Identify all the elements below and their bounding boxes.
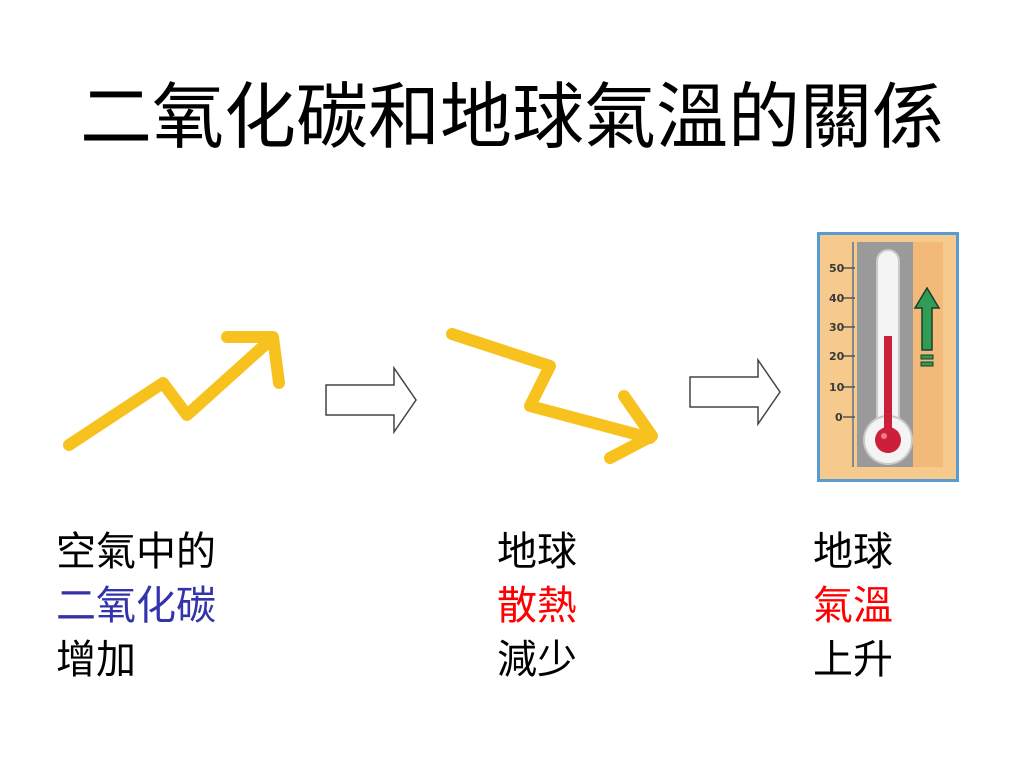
green-up-arrow-icon (913, 286, 941, 367)
label-line: 地球 (497, 529, 577, 575)
thermometer-icon: 50 40 30 20 10 0 (817, 232, 959, 482)
block-right-arrow-icon (325, 366, 417, 434)
zigzag-up-arrow-icon (63, 331, 285, 451)
label-line: 空氣中的 (56, 529, 216, 575)
scale-label: 40 (829, 292, 845, 305)
scale-label: 10 (829, 381, 845, 394)
block-right-arrow-icon (689, 358, 781, 426)
scale-label: 20 (829, 350, 845, 363)
label-line: 上升 (813, 637, 893, 683)
label-line: 地球 (813, 529, 893, 575)
label-line: 減少 (497, 637, 577, 683)
scale-label: 0 (835, 411, 843, 424)
label-line: 氣溫 (813, 583, 893, 629)
label-line: 增加 (56, 637, 136, 683)
label-line: 二氧化碳 (56, 583, 216, 629)
co2-increase-label: 空氣中的 二氧化碳 增加 (56, 525, 216, 687)
temperature-rise-label: 地球 氣溫 上升 (813, 525, 893, 687)
heat-dissipation-label: 地球 散熱 減少 (497, 525, 577, 687)
label-line: 散熱 (497, 583, 577, 629)
slide-title: 二氧化碳和地球氣溫的關係 (79, 75, 944, 159)
scale-label: 30 (829, 321, 845, 334)
zigzag-down-arrow-icon (446, 328, 658, 464)
scale-label: 50 (829, 262, 845, 275)
